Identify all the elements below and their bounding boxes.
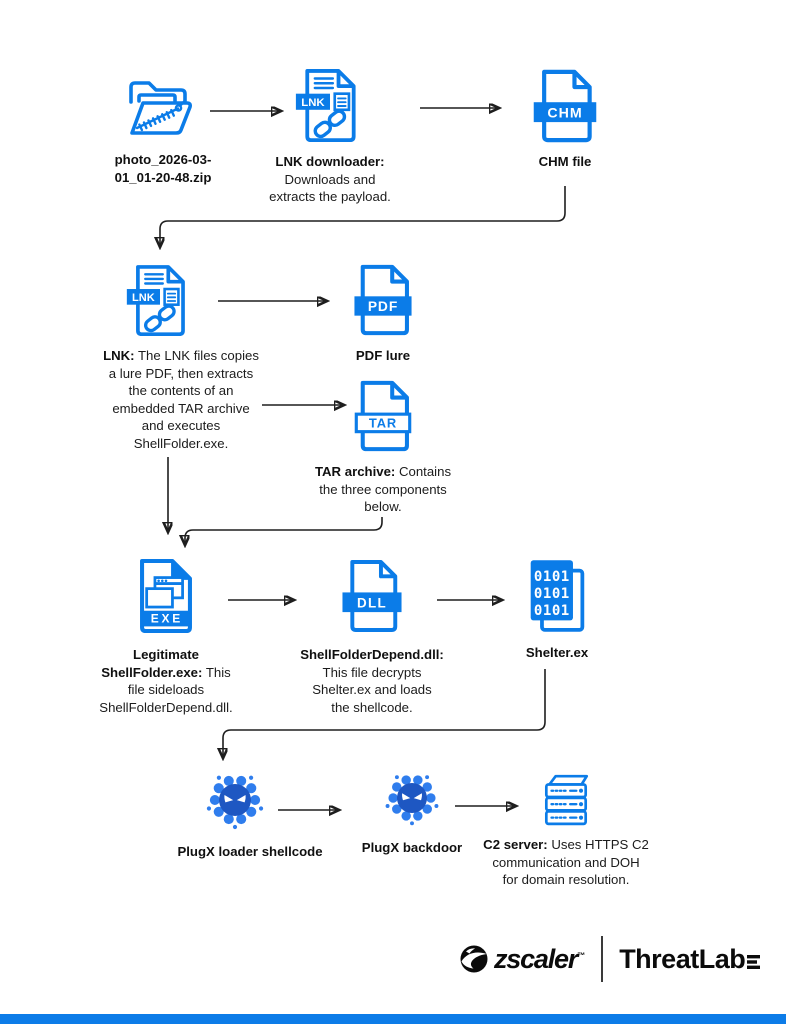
zscaler-logo-icon <box>460 945 488 973</box>
node-lnk-extractor: LNK LNK: The LNK files copies a lure PDF… <box>81 262 281 452</box>
threatlabz-wordmark: ThreatLab <box>619 944 761 975</box>
stylized-z-glyph <box>747 955 761 969</box>
footer-divider <box>601 936 604 982</box>
svg-text:DLL: DLL <box>357 596 387 611</box>
exe-file-icon: EXE <box>140 558 192 634</box>
svg-text:0101: 0101 <box>534 569 570 585</box>
svg-text:0101: 0101 <box>534 603 570 619</box>
chm-file-label: CHM file <box>538 154 592 169</box>
node-plugx-backdoor: PlugX backdoor <box>332 766 492 857</box>
tar-file-icon: TAR <box>354 380 412 452</box>
virus-icon <box>385 775 439 826</box>
node-c2-server: C2 server: Uses HTTPS C2 communication a… <box>471 770 661 889</box>
tar-archive-label: TAR archive: Contains the three componen… <box>314 464 452 514</box>
node-zip-archive: photo_2026-03- 01_01-20-48.zip <box>88 72 238 186</box>
pdf-file-icon: PDF <box>354 264 412 336</box>
svg-text:EXE: EXE <box>151 612 183 626</box>
zip-folder-icon <box>129 81 192 135</box>
zip-archive-label: photo_2026-03- 01_01-20-48.zip <box>114 152 212 185</box>
bottom-accent-bar <box>0 1014 786 1024</box>
node-shellfolder-exe: EXE Legitimate ShellFolder.exe: This fil… <box>76 553 256 716</box>
lnk-extractor-label: LNK: The LNK files copies a lure PDF, th… <box>103 348 259 451</box>
svg-text:PDF: PDF <box>368 298 398 314</box>
server-icon <box>544 774 589 826</box>
dll-file-icon: DLL <box>342 560 402 632</box>
plugx-backdoor-label: PlugX backdoor <box>361 840 463 855</box>
pdf-lure-label: PDF lure <box>355 348 411 363</box>
c2-server-label: C2 server: Uses HTTPS C2 communication a… <box>483 837 649 887</box>
shellfolderdepend-dll-label: ShellFolderDepend.dll: This file decrypt… <box>300 647 444 715</box>
plugx-loader-shellcode-label: PlugX loader shellcode <box>177 844 323 859</box>
binary-file-icon: 0101 0101 0101 <box>530 560 585 632</box>
node-tar-archive: TAR TAR archive: Contains the three comp… <box>293 376 473 516</box>
node-lnk-downloader: LNK LNK downloader: Downloads and extrac… <box>245 66 415 206</box>
svg-text:LNK: LNK <box>301 97 325 109</box>
svg-text:CHM: CHM <box>547 105 582 121</box>
node-chm-file: CHM CHM file <box>505 66 625 171</box>
lnk-downloader-label: LNK downloader: Downloads and extracts t… <box>269 154 391 204</box>
trademark-symbol: ™ <box>577 950 586 960</box>
node-pdf-lure: PDF PDF lure <box>323 260 443 365</box>
svg-text:LNK: LNK <box>132 292 155 304</box>
footer-brand: zscaler™ ThreatLab <box>458 934 761 984</box>
virus-icon <box>206 775 264 830</box>
node-shellfolderdepend-dll: DLL ShellFolderDepend.dll: This file dec… <box>277 553 467 716</box>
shelter-ex-label: Shelter.ex <box>525 645 589 660</box>
shellfolder-exe-label: Legitimate ShellFolder.exe: This file si… <box>99 647 233 715</box>
lnk-file-icon: LNK <box>126 265 185 336</box>
zscaler-wordmark: zscaler™ <box>494 943 586 974</box>
chm-file-icon: CHM <box>533 69 597 143</box>
arrow-tar-to-exe <box>185 517 383 544</box>
svg-text:TAR: TAR <box>369 416 397 431</box>
node-plugx-loader-shellcode: PlugX loader shellcode <box>145 766 355 861</box>
lnk-file-icon: LNK <box>295 69 356 142</box>
svg-text:0101: 0101 <box>534 586 570 602</box>
node-shelter-ex: 0101 0101 0101 Shelter.ex <box>497 555 617 662</box>
